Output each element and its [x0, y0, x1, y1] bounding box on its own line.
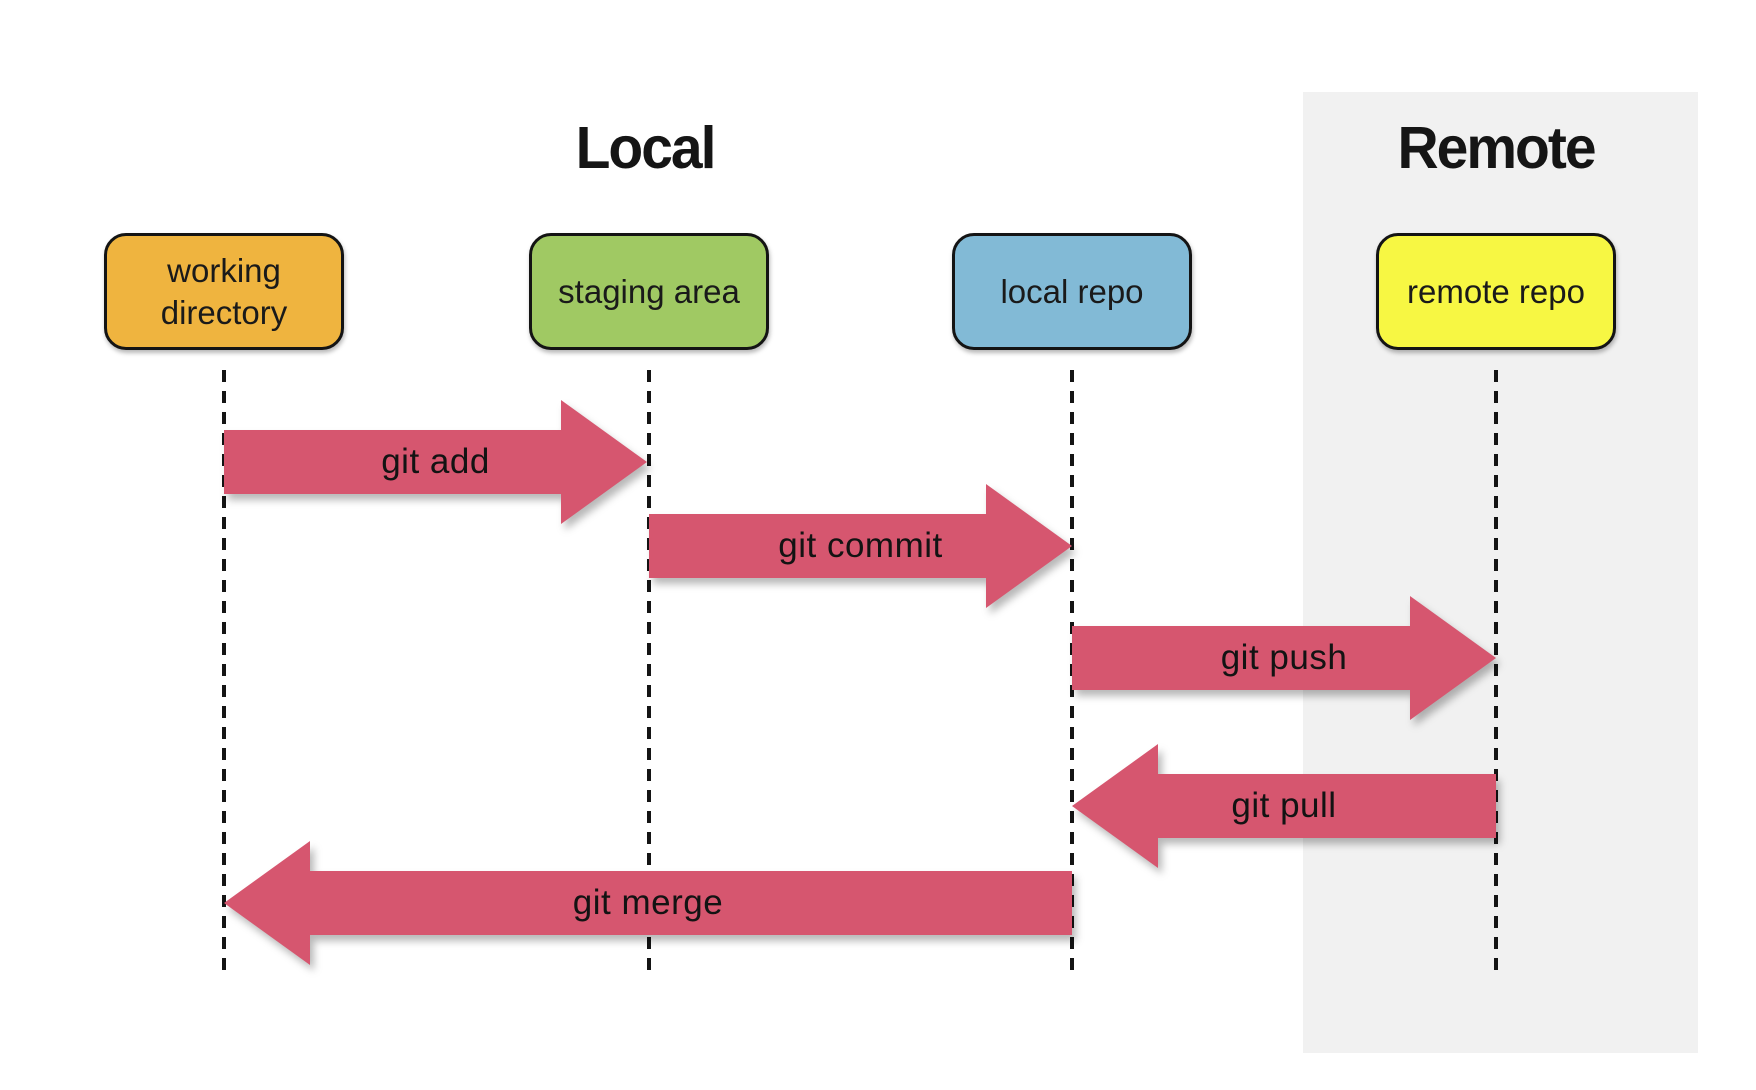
node-remote-repo-label: remote repo	[1407, 272, 1585, 310]
arrow-git-pull-label: git pull	[1231, 786, 1337, 825]
node-working-directory-label: working directory	[160, 251, 288, 331]
node-local-repo: local repo	[952, 233, 1192, 350]
lifeline-working-directory	[222, 370, 226, 970]
node-staging-area: staging area	[529, 233, 769, 350]
arrow-git-merge: git merge	[224, 841, 1072, 965]
node-staging-area-label: staging area	[558, 272, 740, 310]
arrow-git-add-label: git add	[381, 442, 490, 481]
node-remote-repo: remote repo	[1376, 233, 1616, 350]
arrow-git-merge-label: git merge	[572, 883, 724, 922]
node-working-directory: working directory	[104, 233, 344, 350]
arrow-git-push: git push	[1072, 596, 1496, 720]
arrow-git-add: git add	[224, 400, 647, 524]
lifeline-staging-area	[647, 370, 651, 970]
arrow-git-push-label: git push	[1220, 638, 1348, 677]
arrow-git-commit-label: git commit	[778, 526, 943, 565]
section-title-local: Local	[575, 114, 717, 182]
arrow-git-commit: git commit	[649, 484, 1072, 608]
section-title-remote: Remote	[1397, 114, 1596, 182]
arrow-git-pull: git pull	[1072, 744, 1496, 868]
lifeline-remote-repo	[1494, 370, 1498, 970]
node-local-repo-label: local repo	[1000, 272, 1144, 310]
